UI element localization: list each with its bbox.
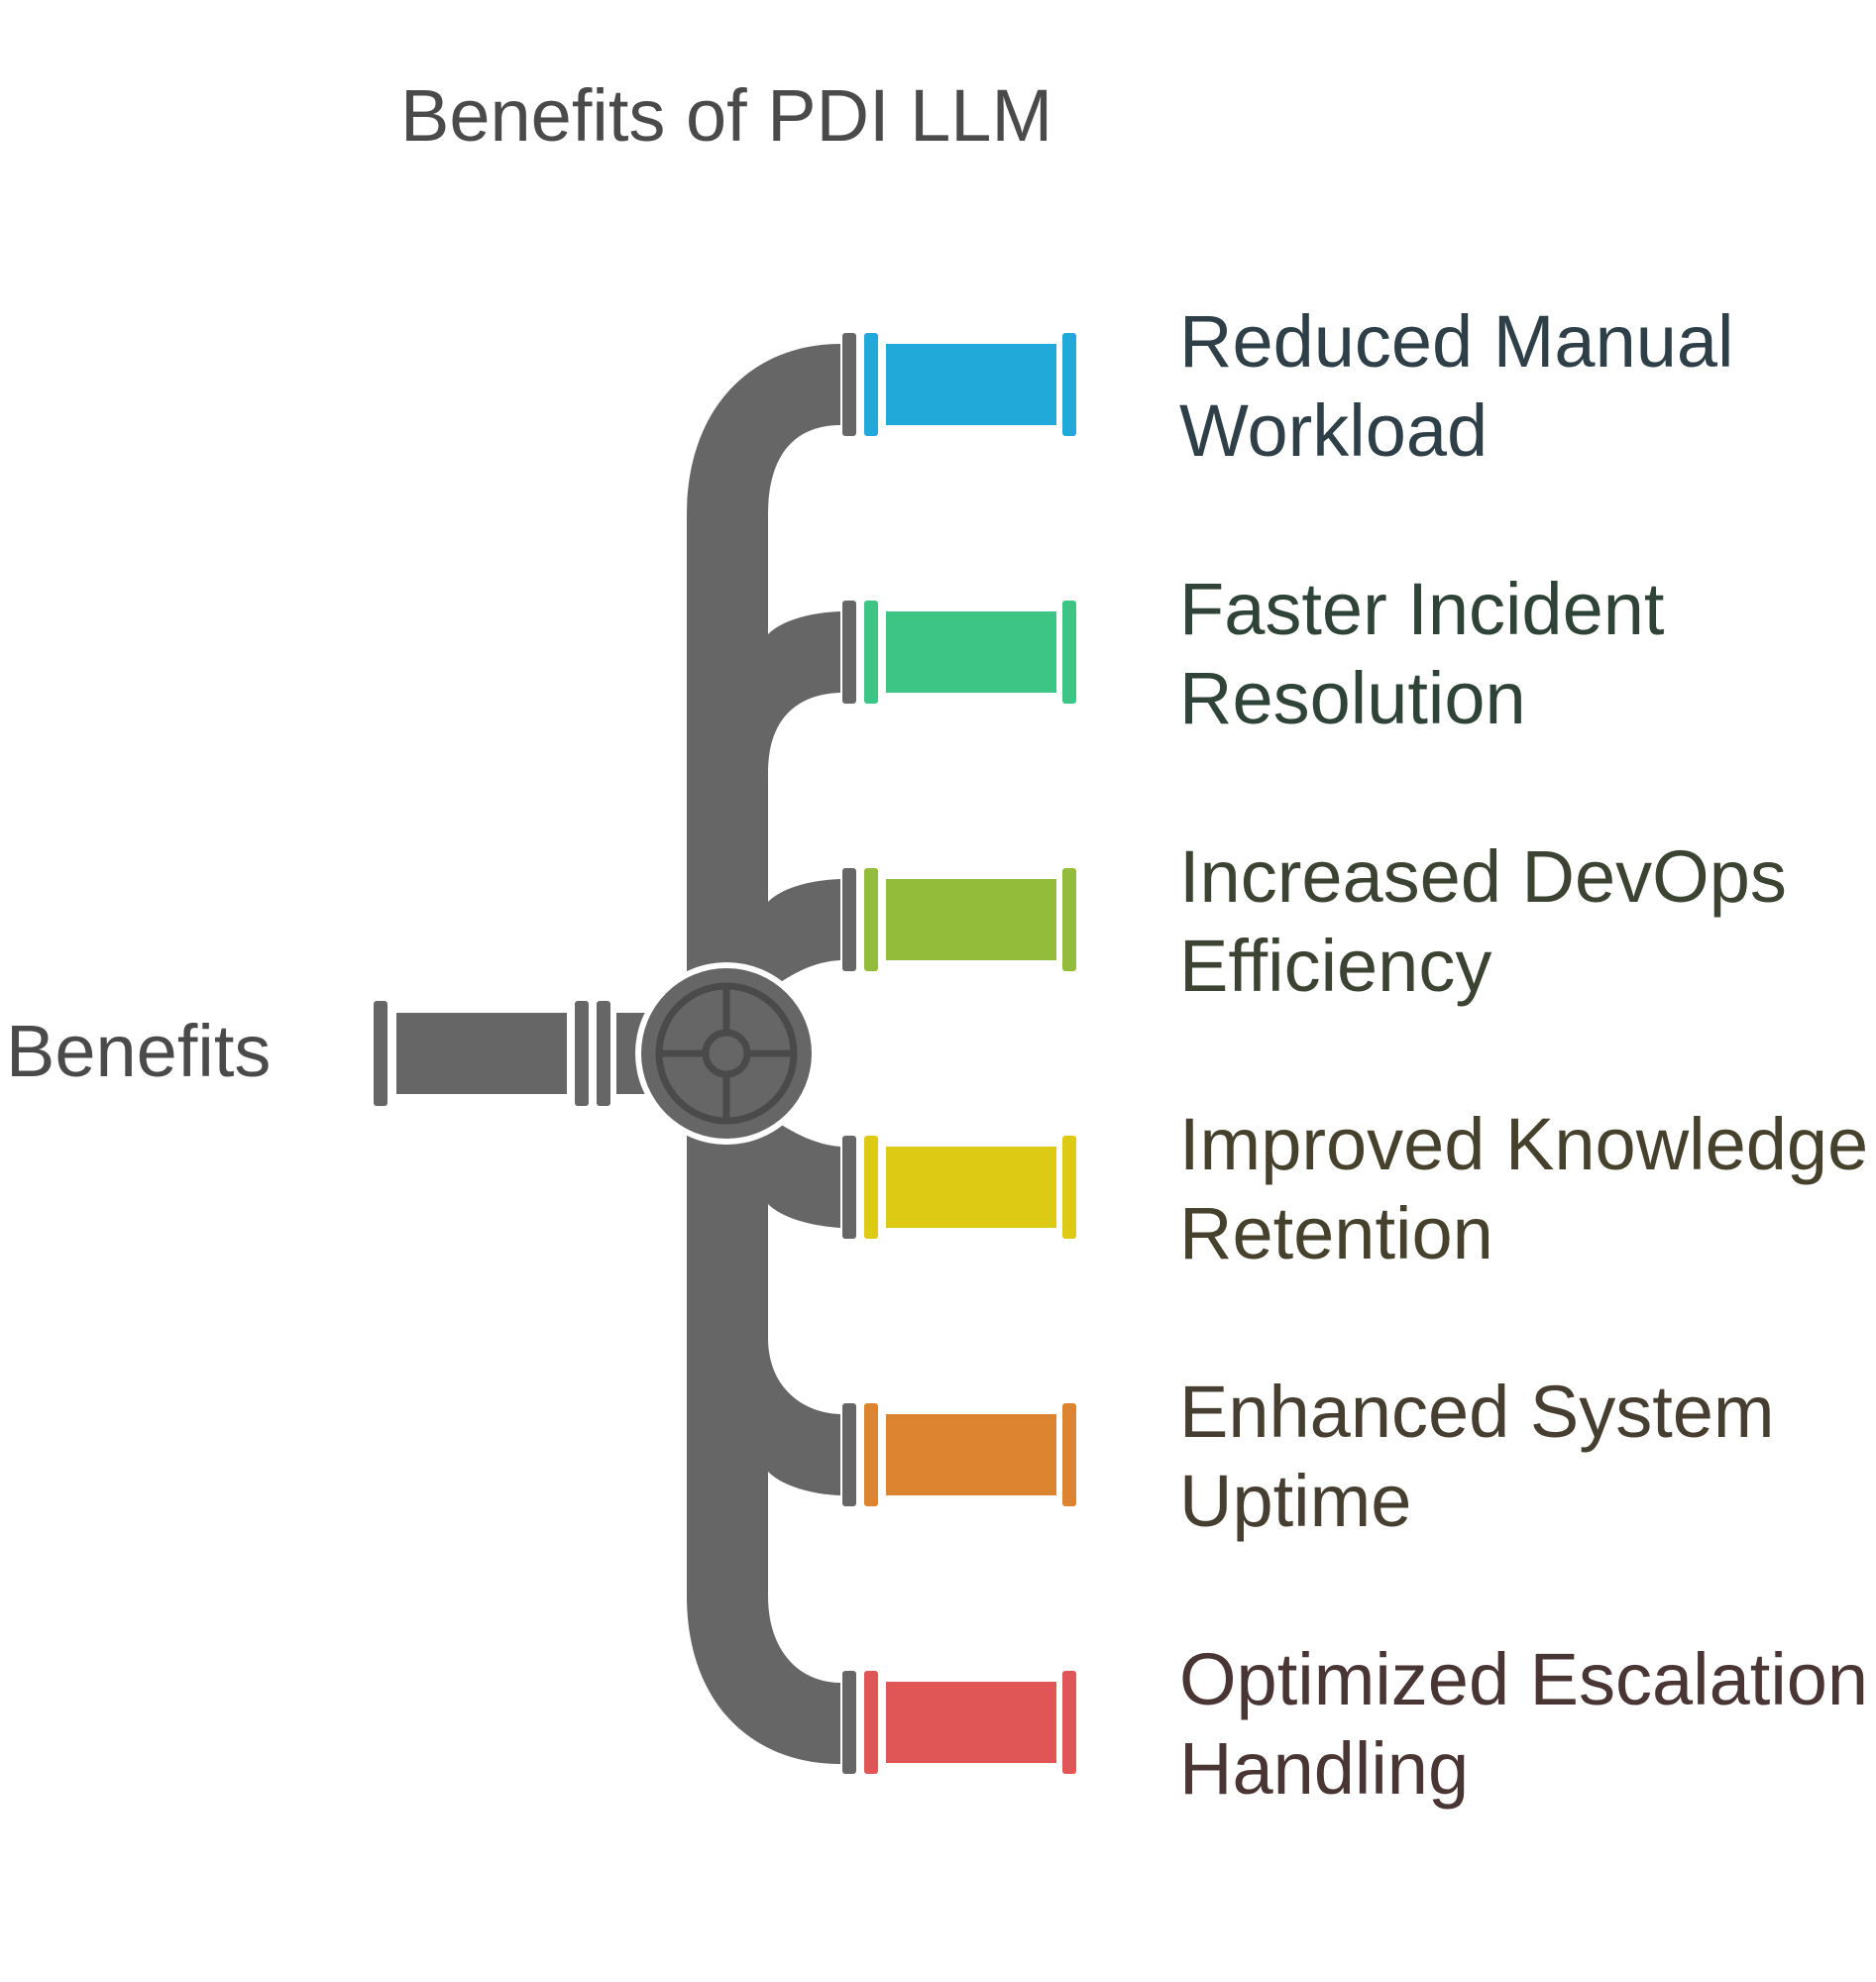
input-pipe-body: [396, 1013, 567, 1094]
benefit-label-5-line-1: Enhanced System: [1179, 1371, 1775, 1453]
diagram-title: Benefits of PDI LLM: [400, 74, 1053, 157]
pipe-1-flange-grey: [842, 333, 856, 436]
root-label: Benefits: [6, 1010, 272, 1092]
benefit-label-6-line-1: Optimized Escalation: [1179, 1638, 1869, 1720]
pipe-3-flange-outer: [1062, 868, 1076, 971]
benefit-label-4: Improved Knowledge Retention: [1179, 1100, 1873, 1278]
pipe-4-body: [886, 1147, 1056, 1228]
pipe-3-body: [886, 879, 1056, 960]
benefit-label-5-line-2: Uptime: [1179, 1460, 1412, 1542]
benefit-label-3-line-1: Increased DevOps: [1179, 835, 1787, 918]
pipe-5-flange-inner: [864, 1403, 878, 1506]
pipe-5-body: [886, 1414, 1056, 1495]
pipe-2-flange-outer: [1062, 601, 1076, 704]
pipe-1-body: [886, 344, 1056, 425]
pipe-4-flange-grey: [842, 1136, 856, 1239]
benefit-label-2: Faster Incident Resolution: [1179, 565, 1873, 743]
pipe-5-flange-grey: [842, 1403, 856, 1506]
benefit-label-6-line-2: Handling: [1179, 1727, 1470, 1810]
pipe-3-flange-inner: [864, 868, 878, 971]
valve-body: [641, 968, 812, 1139]
benefit-label-1-line-2: Workload: [1179, 389, 1489, 472]
benefit-label-3: Increased DevOps Efficiency: [1179, 832, 1873, 1011]
pipe-branch-2: [768, 611, 840, 773]
benefit-label-2-line-2: Resolution: [1179, 657, 1526, 739]
input-pipe-end-flange: [374, 1001, 387, 1106]
benefit-label-3-line-2: Efficiency: [1179, 925, 1492, 1007]
pipe-5-flange-outer: [1062, 1403, 1076, 1506]
pipe-branch-4: [768, 1116, 840, 1228]
benefit-label-1: Reduced Manual Workload: [1179, 297, 1873, 476]
benefit-label-4-line-2: Retention: [1179, 1192, 1493, 1274]
pipe-4-flange-outer: [1062, 1136, 1076, 1239]
input-pipe-flange-2: [597, 1001, 610, 1106]
pipe-4-flange-inner: [864, 1136, 878, 1239]
pipe-branch-5: [768, 1338, 840, 1495]
pipe-3-flange-grey: [842, 868, 856, 971]
benefit-label-5: Enhanced System Uptime: [1179, 1368, 1873, 1546]
pipe-branch-3: [768, 879, 840, 991]
pipe-2-body: [886, 611, 1056, 693]
pipe-6-flange-inner: [864, 1671, 878, 1774]
input-pipe-flange-1: [575, 1001, 589, 1106]
benefit-label-2-line-1: Faster Incident: [1179, 568, 1665, 650]
pipe-6-flange-outer: [1062, 1671, 1076, 1774]
benefit-label-4-line-1: Improved Knowledge: [1179, 1103, 1869, 1185]
pipe-2-flange-inner: [864, 601, 878, 704]
pipe-6-flange-grey: [842, 1671, 856, 1774]
pipe-2-flange-grey: [842, 601, 856, 704]
benefit-label-1-line-1: Reduced Manual: [1179, 300, 1734, 383]
benefit-label-6: Optimized Escalation Handling: [1179, 1635, 1873, 1814]
pipe-6-body: [886, 1682, 1056, 1763]
pipe-1-flange-outer: [1062, 333, 1076, 436]
pipe-1-flange-inner: [864, 333, 878, 436]
